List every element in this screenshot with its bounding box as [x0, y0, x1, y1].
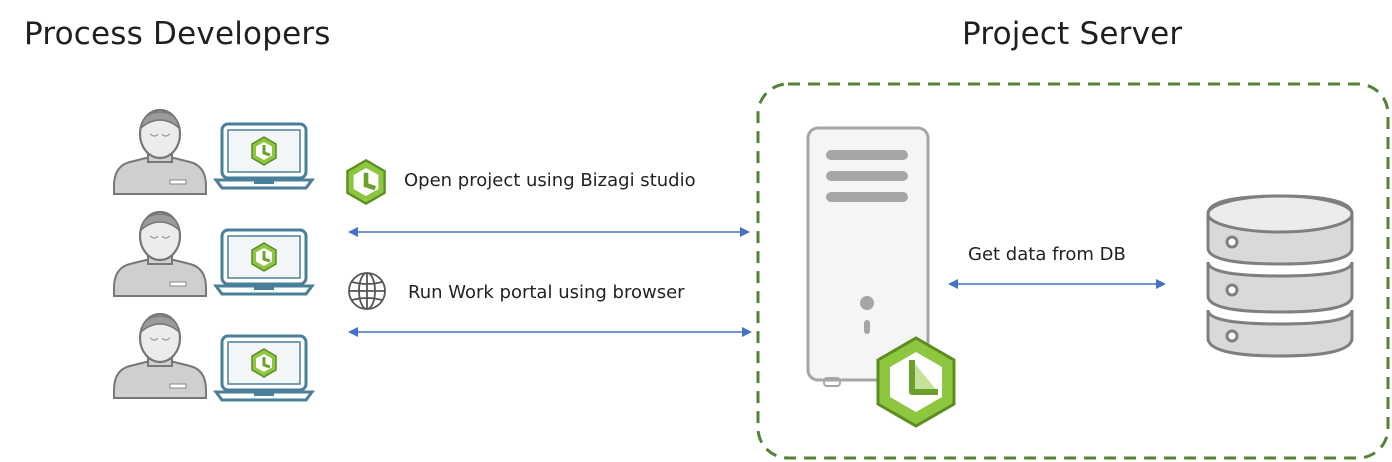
bizagi-logo-icon [876, 336, 956, 428]
project-server-heading: Project Server [962, 16, 1183, 52]
person-icon [112, 312, 208, 400]
server-icon [806, 126, 930, 387]
laptop-icon [216, 230, 312, 294]
portal-connection-label: Run Work portal using browser [408, 282, 685, 303]
process-developers-heading: Process Developers [24, 16, 331, 52]
developer-3 [112, 312, 312, 400]
database-icon [1206, 194, 1354, 358]
laptop-icon [216, 336, 312, 400]
project-server-boundary [756, 82, 1390, 460]
person-icon [112, 210, 208, 298]
studio-connection-label: Open project using Bizagi studio [404, 170, 696, 191]
database-connection-label: Get data from DB [968, 244, 1126, 265]
globe-icon [348, 272, 386, 310]
bizagi-logo-icon [347, 160, 384, 203]
developer-1 [112, 108, 312, 196]
developer-2 [112, 210, 312, 298]
laptop-icon [216, 124, 312, 188]
person-icon [112, 108, 208, 196]
